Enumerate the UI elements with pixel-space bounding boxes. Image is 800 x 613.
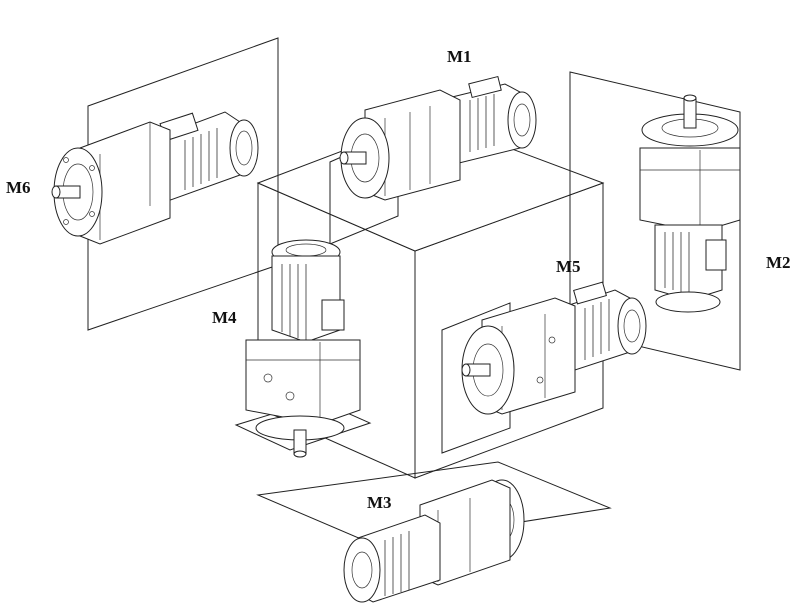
label-m2: M2: [766, 253, 791, 272]
mounting-plane-m5: [441, 302, 511, 454]
label-m1: M1: [447, 47, 472, 66]
gear-motor-m5: [461, 281, 647, 415]
gear-motor-m6: [51, 111, 259, 245]
label-m5: M5: [556, 257, 581, 276]
label-m3: M3: [367, 493, 392, 512]
gear-motor-m3: [343, 479, 525, 603]
mounting-plane-m3: [256, 461, 612, 546]
gear-motor-m4: [245, 239, 361, 458]
gear-motor-m1: [339, 75, 537, 201]
mounting-plane-m2: [569, 71, 741, 371]
label-m4: M4: [212, 308, 237, 327]
label-m6: M6: [6, 178, 31, 197]
gear-motor-m2: [639, 94, 741, 313]
